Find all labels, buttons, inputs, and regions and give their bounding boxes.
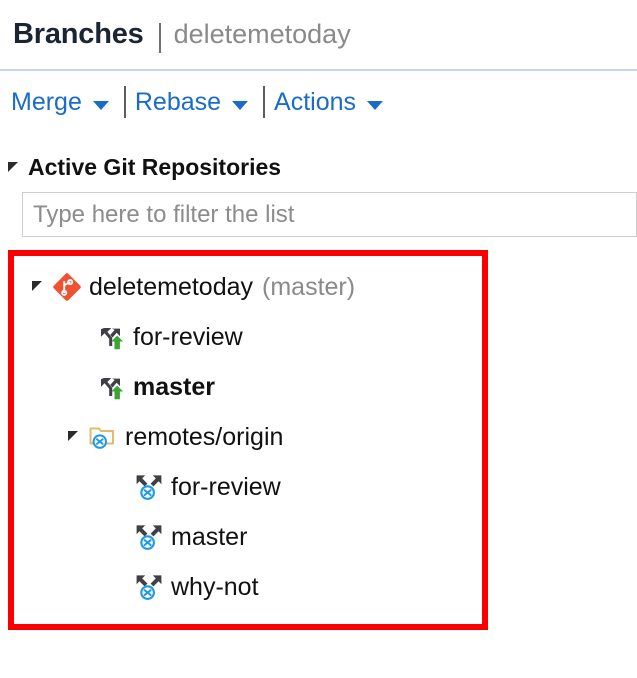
rebase-menu-label: Rebase xyxy=(134,87,222,116)
tree-node-label: why-not xyxy=(171,572,259,601)
tree-node-remote-branch-why-not[interactable]: why-not xyxy=(8,562,488,612)
tree-node-label: for-review xyxy=(171,472,281,501)
tree-node-repository-deletemetoday[interactable]: deletemetoday (master) xyxy=(8,262,488,312)
title-separator xyxy=(158,22,161,53)
tree-node-label: for-review xyxy=(133,322,243,351)
section-title: Active Git Repositories xyxy=(28,153,282,180)
tree-node-label: master xyxy=(133,372,215,401)
expander-triangle-icon[interactable] xyxy=(66,428,84,446)
expander-placeholder xyxy=(112,578,130,596)
rebase-menu-button[interactable]: Rebase xyxy=(135,88,254,117)
tree-node-branch-master[interactable]: master xyxy=(8,362,488,412)
expander-placeholder xyxy=(112,528,130,546)
toolbar-divider xyxy=(123,86,126,118)
tree-node-current-branch: (master) xyxy=(262,272,356,301)
toolbar-divider xyxy=(263,86,266,118)
remote-branch-icon xyxy=(134,472,164,502)
expander-placeholder xyxy=(74,378,92,396)
remote-branch-icon xyxy=(134,522,164,552)
expander-triangle-icon[interactable] xyxy=(30,278,48,296)
chevron-down-icon xyxy=(92,100,109,110)
repository-name: deletemetoday xyxy=(173,19,351,49)
remote-folder-icon xyxy=(88,422,118,452)
page-header: Branches deletemetoday xyxy=(0,0,637,71)
tree-node-label: remotes/origin xyxy=(125,422,284,451)
local-branch-icon xyxy=(96,322,126,352)
tree-node-remote-branch-master[interactable]: master xyxy=(8,512,488,562)
chevron-down-icon xyxy=(367,100,384,110)
tree-node-remotes-origin[interactable]: remotes/origin xyxy=(8,412,488,462)
merge-menu-button[interactable]: Merge xyxy=(11,88,115,117)
filter-input[interactable] xyxy=(22,192,637,237)
expander-triangle-icon[interactable] xyxy=(6,159,22,175)
chevron-down-icon xyxy=(232,100,249,110)
tree-node-label: master xyxy=(171,522,248,551)
active-repositories-section-header[interactable]: Active Git Repositories xyxy=(0,148,637,186)
local-branch-icon xyxy=(96,372,126,402)
merge-menu-label: Merge xyxy=(11,87,82,116)
actions-menu-label: Actions xyxy=(274,87,357,116)
expander-placeholder xyxy=(112,478,130,496)
remote-branch-icon xyxy=(134,572,164,602)
page-title: Branches xyxy=(13,18,144,50)
tree-node-label: deletemetoday xyxy=(89,272,254,301)
toolbar: Merge Rebase Actions xyxy=(0,73,637,131)
tree-node-remote-branch-for-review[interactable]: for-review xyxy=(8,462,488,512)
actions-menu-button[interactable]: Actions xyxy=(274,88,389,117)
expander-placeholder xyxy=(74,328,92,346)
filter-field-wrapper xyxy=(22,192,637,237)
git-repository-icon xyxy=(52,272,82,302)
git-repositories-tree: deletemetoday (master) for-review xyxy=(8,250,488,630)
tree-node-branch-for-review[interactable]: for-review xyxy=(8,312,488,362)
